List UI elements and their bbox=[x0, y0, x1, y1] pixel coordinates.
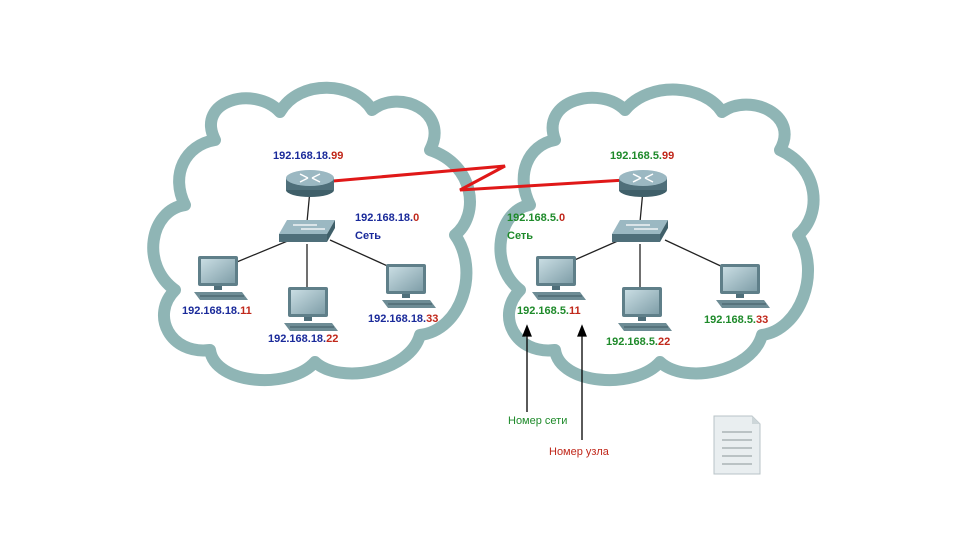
right-network-cloud bbox=[494, 83, 820, 386]
right-router-icon bbox=[618, 169, 668, 198]
left-network-caption: Сеть bbox=[355, 230, 382, 242]
right-pc1-address: 192.168.5.11 bbox=[517, 305, 581, 318]
left-router-address: 192.168.18.99 bbox=[273, 150, 343, 163]
host-number-annotation: Номер узла bbox=[549, 446, 609, 458]
address-host-part: 0 bbox=[559, 212, 566, 224]
address-network-part: 192.168.18. bbox=[273, 150, 332, 162]
address-host-part: 0 bbox=[413, 212, 420, 224]
right-pc1-icon bbox=[531, 255, 587, 301]
right-router-address: 192.168.5.99 bbox=[610, 150, 674, 163]
address-host-part: 33 bbox=[756, 314, 769, 326]
right-switch-icon bbox=[611, 219, 669, 243]
right-pc2-address: 192.168.5.22 bbox=[606, 336, 670, 349]
left-network-cloud bbox=[147, 81, 476, 386]
address-network-part: 192.168.5. bbox=[507, 212, 559, 224]
left-pc3-icon bbox=[381, 263, 437, 309]
address-host-part: 99 bbox=[331, 150, 344, 162]
left-switch-icon bbox=[278, 219, 336, 243]
annotation-arrows bbox=[522, 324, 587, 440]
right-network-address: 192.168.5.0 bbox=[507, 212, 565, 225]
address-host-part: 11 bbox=[240, 305, 252, 317]
left-network-address: 192.168.18.0 bbox=[355, 212, 419, 225]
left-pc1-icon bbox=[193, 255, 249, 301]
left-router-icon bbox=[285, 169, 335, 198]
address-host-part: 11 bbox=[569, 305, 581, 317]
address-network-part: 192.168.5. bbox=[704, 314, 756, 326]
address-network-part: 192.168.5. bbox=[606, 336, 658, 348]
left-pc2-icon bbox=[283, 286, 339, 332]
right-network-caption: Сеть bbox=[507, 230, 534, 242]
address-network-part: 192.168.18. bbox=[182, 305, 241, 317]
address-network-part: 192.168.18. bbox=[268, 333, 327, 345]
address-network-part: 192.168.18. bbox=[368, 313, 427, 325]
address-host-part: 22 bbox=[658, 336, 671, 348]
address-host-part: 22 bbox=[326, 333, 339, 345]
network-number-annotation: Номер сети bbox=[508, 415, 568, 427]
wan-link bbox=[332, 164, 644, 192]
address-network-part: 192.168.18. bbox=[355, 212, 414, 224]
left-pc3-address: 192.168.18.33 bbox=[368, 313, 438, 326]
left-pc2-address: 192.168.18.22 bbox=[268, 333, 338, 346]
left-pc1-address: 192.168.18.11 bbox=[182, 305, 252, 318]
right-pc3-icon bbox=[715, 263, 771, 309]
address-host-part: 99 bbox=[662, 150, 675, 162]
address-host-part: 33 bbox=[426, 313, 439, 325]
right-pc2-icon bbox=[617, 286, 673, 332]
right-pc3-address: 192.168.5.33 bbox=[704, 314, 768, 327]
address-network-part: 192.168.5. bbox=[610, 150, 662, 162]
address-network-part: 192.168.5. bbox=[517, 305, 569, 317]
document-icon bbox=[713, 415, 761, 475]
